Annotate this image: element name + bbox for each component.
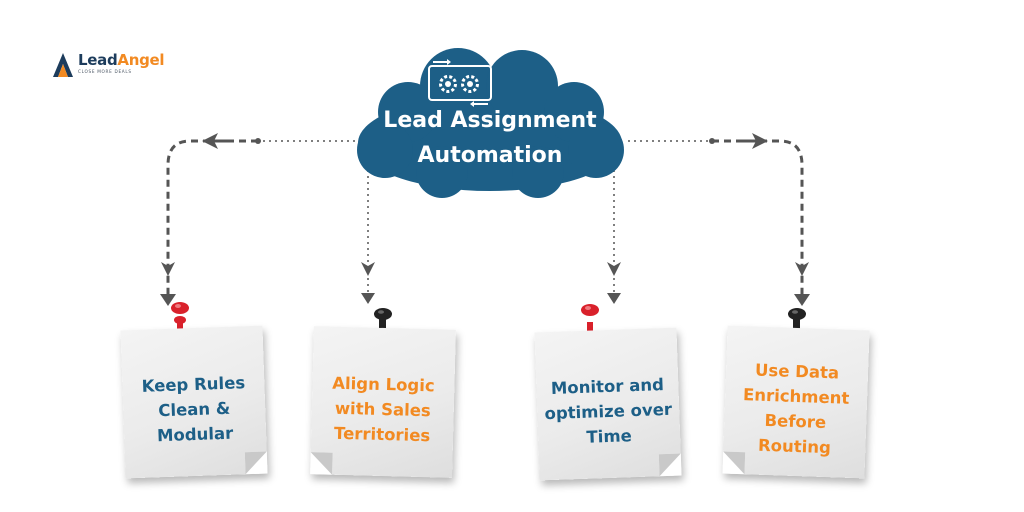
plane-arrow-down-icon	[607, 262, 621, 276]
connector-right-branch	[712, 139, 804, 294]
plane-arrow-down-icon	[161, 262, 175, 276]
automation-gears-icon	[428, 59, 492, 107]
logo-name: LeadAngel	[78, 51, 165, 69]
sticky-note-2: Align Logic with Sales Territories	[310, 326, 456, 478]
note-text: Use Data Enrichment Before Routing	[742, 360, 850, 458]
connector-left-branch	[166, 139, 258, 294]
note-text: Monitor and optimize over Time	[544, 374, 673, 447]
note-text: Keep Rules Clean & Modular	[141, 372, 246, 445]
note-corner-curl	[722, 451, 746, 475]
arrowhead-note-3	[607, 293, 621, 304]
logo-tagline: CLOSE MORE DEALS	[78, 69, 132, 74]
plane-arrow-right-icon	[742, 133, 768, 149]
arrowhead-note-4	[794, 294, 810, 306]
note-corner-curl	[658, 453, 682, 477]
arrowhead-note-1	[160, 294, 176, 306]
logo-mark-icon	[53, 53, 73, 77]
sticky-note-4: Use Data Enrichment Before Routing	[722, 325, 870, 479]
note-text: Align Logic with Sales Territories	[331, 373, 435, 445]
hub-title-line1: Lead Assignment	[383, 108, 597, 133]
leadangel-logo: LeadAngel CLOSE MORE DEALS	[52, 51, 165, 78]
hub-title-line2: Automation	[417, 143, 563, 168]
sticky-note-3: Monitor and optimize over Time	[534, 327, 682, 481]
hub-title: Lead Assignment Automation	[345, 103, 635, 173]
logo-name-lead: Lead	[78, 51, 118, 69]
note-corner-curl	[244, 451, 268, 475]
plane-arrow-left-icon	[202, 133, 228, 149]
plane-arrow-down-icon	[361, 262, 375, 276]
note-corner-curl	[310, 452, 333, 475]
sticky-note-1: Keep Rules Clean & Modular	[120, 325, 268, 479]
plane-arrow-down-icon	[795, 262, 809, 276]
arrowhead-note-2	[361, 293, 375, 304]
logo-name-angel: Angel	[117, 51, 165, 69]
